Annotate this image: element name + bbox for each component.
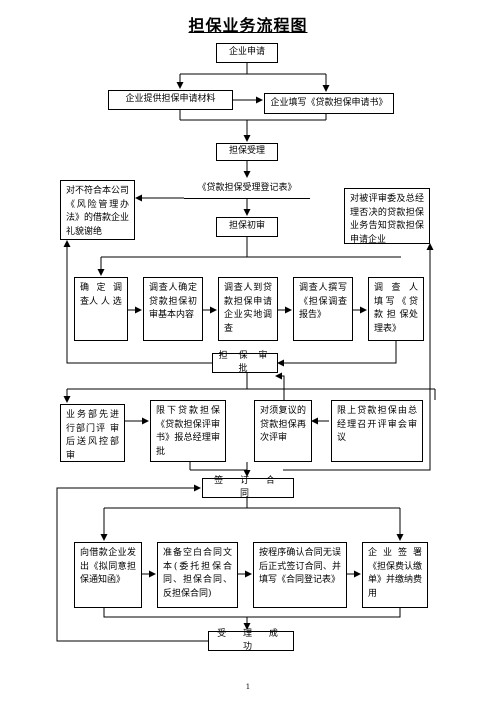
- reject-risk-label: 对不符合本公司《风险管理办法》的借款企业礼貌谢绝: [66, 186, 130, 237]
- step-form-box: 调 查 人 填写《贷 款 担 保处理表》: [368, 277, 424, 341]
- above-limit-label: 限上贷款担保由总经理召开评审会审议: [337, 406, 417, 443]
- below-limit-label: 限下贷款担保《贷款担保评审书》报总经理审批: [156, 406, 220, 457]
- apply-box: 企业申请: [216, 43, 278, 63]
- step-confirm-label: 调查人确定贷款担保初审基本内容: [149, 283, 197, 320]
- enterprise-sign-label: 企 业 签 署《担保费认缴单》并缴纳费用: [368, 548, 423, 599]
- approval-label: 担 保 审 批: [218, 350, 272, 375]
- acceptance-label: 担保受理: [228, 146, 265, 157]
- materials-box: 企业提供担保申请材料: [108, 90, 233, 110]
- step-report-label: 调查人撰写《担保调查报告》: [299, 283, 347, 320]
- dept-review-box: 业务部先进行部门评 审后送风控部审: [60, 404, 125, 462]
- step-visit-label: 调查人到贷款担保申请企业实地调查: [224, 283, 272, 334]
- step-assign-box: 确 定 调 查人 人 选: [74, 277, 128, 341]
- apply-label: 企业申请: [228, 47, 265, 58]
- step-assign-label: 确 定 调 查人 人 选: [80, 283, 122, 307]
- above-limit-box: 限上贷款担保由总经理召开评审会审议: [331, 400, 423, 462]
- reject-committee-label: 对被评审委及总经理否决的贷款担保业务告知贷款担保申请企业: [350, 194, 424, 245]
- materials-label: 企业提供担保申请材料: [125, 94, 216, 105]
- sign-box: 签 订 合 同: [202, 476, 294, 499]
- prepare-box: 准备空白合同文本(委托担保合同、担保合同、反担保合同): [157, 542, 238, 608]
- acceptance-box: 担保受理: [216, 143, 278, 161]
- notice-box: 向借款企业发出《拟同意担保通知函》: [74, 542, 142, 608]
- success-label: 受 理 成 功: [217, 628, 285, 653]
- sign-label: 签 订 合 同: [214, 475, 282, 500]
- register-box: 《贷款担保受理登记表》: [184, 179, 310, 199]
- prepare-label: 准备空白合同文本(委托担保合同、担保合同、反担保合同): [163, 548, 232, 599]
- confirm-sign-box: 按程序确认合同无误后正式签订合同、并填写《合同登记表》: [253, 542, 347, 608]
- below-limit-box: 限下贷款担保《贷款担保评审书》报总经理审批: [150, 400, 226, 462]
- first-review-label: 担保初审: [228, 221, 265, 232]
- step-report-box: 调查人撰写《担保调查报告》: [293, 277, 353, 341]
- success-box: 受 理 成 功: [208, 629, 294, 652]
- fill-form-box: 企业填写《贷款担保申请书》: [264, 93, 394, 114]
- dept-review-label: 业务部先进行部门评 审后送风控部审: [66, 410, 119, 461]
- step-form-label: 调 查 人 填写《贷 款 担 保处理表》: [374, 283, 418, 334]
- first-review-box: 担保初审: [216, 217, 278, 237]
- page-title: 担保业务流程图: [188, 16, 308, 35]
- reject-committee-box: 对被评审委及总经理否决的贷款担保业务告知贷款担保申请企业: [344, 188, 430, 245]
- notice-label: 向借款企业发出《拟同意担保通知函》: [80, 548, 136, 585]
- reject-risk-box: 对不符合本公司《风险管理办法》的借款企业礼貌谢绝: [60, 180, 135, 240]
- approval-box: 担 保 审 批: [212, 351, 278, 374]
- fill-form-label: 企业填写《贷款担保申请书》: [270, 97, 388, 108]
- confirm-sign-label: 按程序确认合同无误后正式签订合同、并填写《合同登记表》: [259, 548, 341, 585]
- page-number: 1: [245, 683, 251, 691]
- step-confirm-box: 调查人确定贷款担保初审基本内容: [143, 277, 203, 341]
- second-review-box: 对须复议的贷款担保再次评审: [254, 400, 312, 462]
- register-label: 《贷款担保受理登记表》: [197, 182, 297, 193]
- enterprise-sign-box: 企 业 签 署《担保费认缴单》并缴纳费用: [362, 542, 428, 608]
- second-review-label: 对须复议的贷款担保再次评审: [260, 406, 306, 443]
- step-visit-box: 调查人到贷款担保申请企业实地调查: [218, 277, 278, 341]
